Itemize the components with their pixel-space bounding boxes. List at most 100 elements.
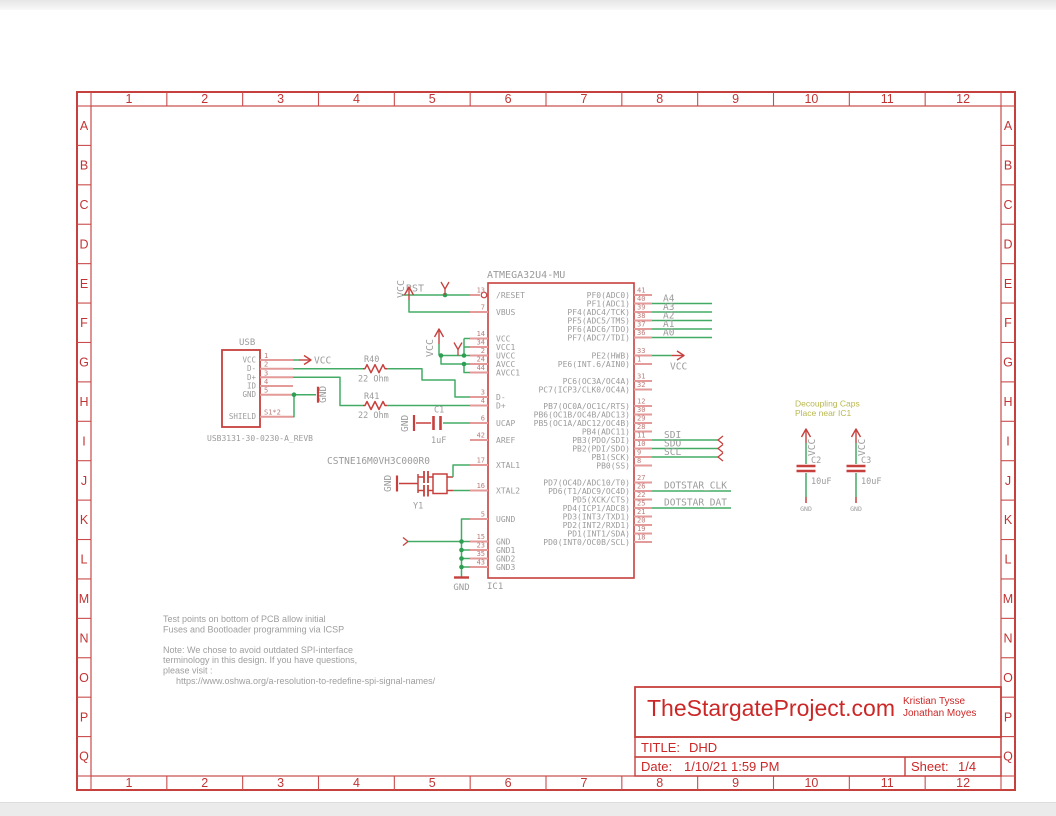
ic-pin-number: 5 (481, 511, 485, 519)
gnd-label: GND (383, 475, 394, 492)
frame-row-label: F (80, 316, 88, 330)
ic-pin-name: PB6(OC1B/OC4B/ADC13) (534, 410, 630, 419)
ic-pin-number: 32 (637, 381, 645, 389)
junction-dot (461, 353, 467, 358)
ic-pin-name: PD2(INT2/RXD1) (563, 521, 630, 530)
frame-row-label: B (1004, 159, 1012, 173)
sheet-title: DHD (689, 740, 717, 755)
ic-pin-number: 16 (477, 482, 485, 490)
net-label: VCC (396, 280, 407, 298)
net-connector-icon (717, 435, 724, 445)
net-label: SDI (664, 430, 681, 441)
ic-pin-name: PB0(SS) (596, 461, 630, 470)
net-label: SCL (664, 447, 681, 458)
ic-pin-number: 25 (637, 500, 645, 508)
ic-pin-name: PC7(ICP3/CLK0/OC4A) (538, 385, 630, 394)
frame-row-label: F (1004, 316, 1012, 330)
ic-pin-name: PF7(ADC7/TDI) (567, 333, 630, 342)
net-wire (460, 518, 470, 542)
ic-pin-number: 43 (477, 559, 485, 567)
ic-pin-name: AREF (496, 436, 515, 445)
ic-pin-name: PB1(SCK) (591, 453, 630, 462)
ic-pin-number: 3 (481, 389, 485, 397)
frame-row-label: P (80, 710, 88, 724)
frame-row-label: I (1006, 434, 1009, 448)
capacitor-ref: C1 (434, 406, 444, 416)
gnd-label: GND (800, 505, 812, 513)
frame-column-label: 7 (580, 776, 587, 790)
ic-pin-name: PB4(ADC11) (582, 427, 630, 436)
usb-title: USB (239, 338, 255, 348)
frame-row-label: B (80, 159, 88, 173)
ic-pin-name: PB3(PDO/SDI) (572, 436, 630, 445)
ic-pin-name: AVCC1 (496, 368, 520, 377)
window-bottom-edge (0, 802, 1056, 816)
net-connector-icon (402, 536, 409, 547)
net-wire (440, 355, 470, 365)
frame-row-label: H (1003, 395, 1012, 409)
ic-pin-number: 14 (477, 330, 485, 338)
usb-pin-number: 5 (264, 387, 268, 395)
crystal-part-name: CSTNE16M0VH3C000R0 (327, 456, 430, 467)
ic-pin-number: 35 (477, 550, 485, 558)
ic-pin-number: 7 (481, 304, 485, 312)
note-text: Test points on bottom of PCB allow initi… (163, 614, 326, 624)
vcc-arrow-icon (676, 350, 685, 361)
resistor-ref: R41 (364, 392, 379, 402)
gnd-label: GND (453, 583, 469, 593)
frame-column-label: 4 (353, 776, 360, 790)
frame-row-label: K (80, 513, 89, 527)
ic-pin-name: UVCC (496, 351, 515, 360)
ic-pin-number: 40 (637, 295, 645, 303)
note-text: Fuses and Bootloader programming via ICS… (163, 624, 344, 634)
net-label: A3 (663, 302, 674, 313)
title-block-date-row (634, 756, 1002, 777)
frame-column-label: 1 (125, 92, 132, 106)
ic-pin-number: 13 (477, 287, 485, 295)
ic-pin-name: PF5(ADC5/TMS) (567, 316, 630, 325)
ic-pin-name: PE2(HWB) (591, 351, 630, 360)
frame-column-label: 9 (732, 776, 739, 790)
net-wire (293, 376, 363, 407)
net-label: VCC (425, 339, 436, 357)
resistor-R41 (363, 400, 387, 411)
resistor-value: 22 Ohm (358, 375, 389, 385)
gnd-label: GND (400, 415, 411, 432)
usb-pin-name: D+ (247, 373, 257, 382)
ic-pin-number: 39 (637, 304, 645, 312)
net-label: DOTSTAR_DAT (664, 498, 727, 509)
resistor-value: 22 Ohm (358, 411, 389, 421)
frame-row-label: K (1004, 513, 1013, 527)
gnd-label: GND (850, 505, 862, 513)
usb-pin-number: 3 (264, 369, 268, 377)
sheet-value: 1/4 (958, 759, 976, 774)
frame-row-label: O (79, 671, 89, 685)
frame-row-label: A (1004, 119, 1013, 133)
decoupling-note: Decoupling Caps (795, 399, 860, 409)
ic-pin-number: 22 (637, 491, 645, 499)
ic-pin-number: 44 (477, 364, 485, 372)
frame-column-label: 12 (956, 776, 970, 790)
note-text: terminology in this design. If you have … (163, 655, 357, 665)
ic-pin-number: 2 (481, 347, 485, 355)
junction-dot (459, 547, 464, 553)
ic-pin-name: PC6(OC3A/OC4A) (563, 377, 630, 386)
ic-pin-number: 11 (637, 432, 645, 440)
ic-pin-number: 15 (477, 533, 485, 541)
ic-pin-name: VBUS (496, 308, 515, 317)
vcc-arrow-icon (800, 428, 812, 438)
window-top-edge (0, 0, 1056, 10)
date-label: Date: (641, 759, 672, 774)
note-text: https://www.oshwa.org/a-resolution-to-re… (176, 676, 436, 686)
ic-pin-number: 36 (637, 329, 645, 337)
ic-pin-number: 12 (637, 398, 645, 406)
net-label: SDO (664, 439, 681, 450)
ic-pin-number: 4 (481, 397, 485, 405)
frame-column-label: 1 (125, 776, 132, 790)
ic-pin-name: AVCC (496, 360, 515, 369)
usb-pin-name: ID (247, 382, 257, 391)
frame-row-label: L (1005, 553, 1012, 567)
ic-pin-name: VCC (496, 334, 511, 343)
net-label: VCC (857, 439, 868, 456)
capacitor-value: 10uF (861, 477, 881, 487)
